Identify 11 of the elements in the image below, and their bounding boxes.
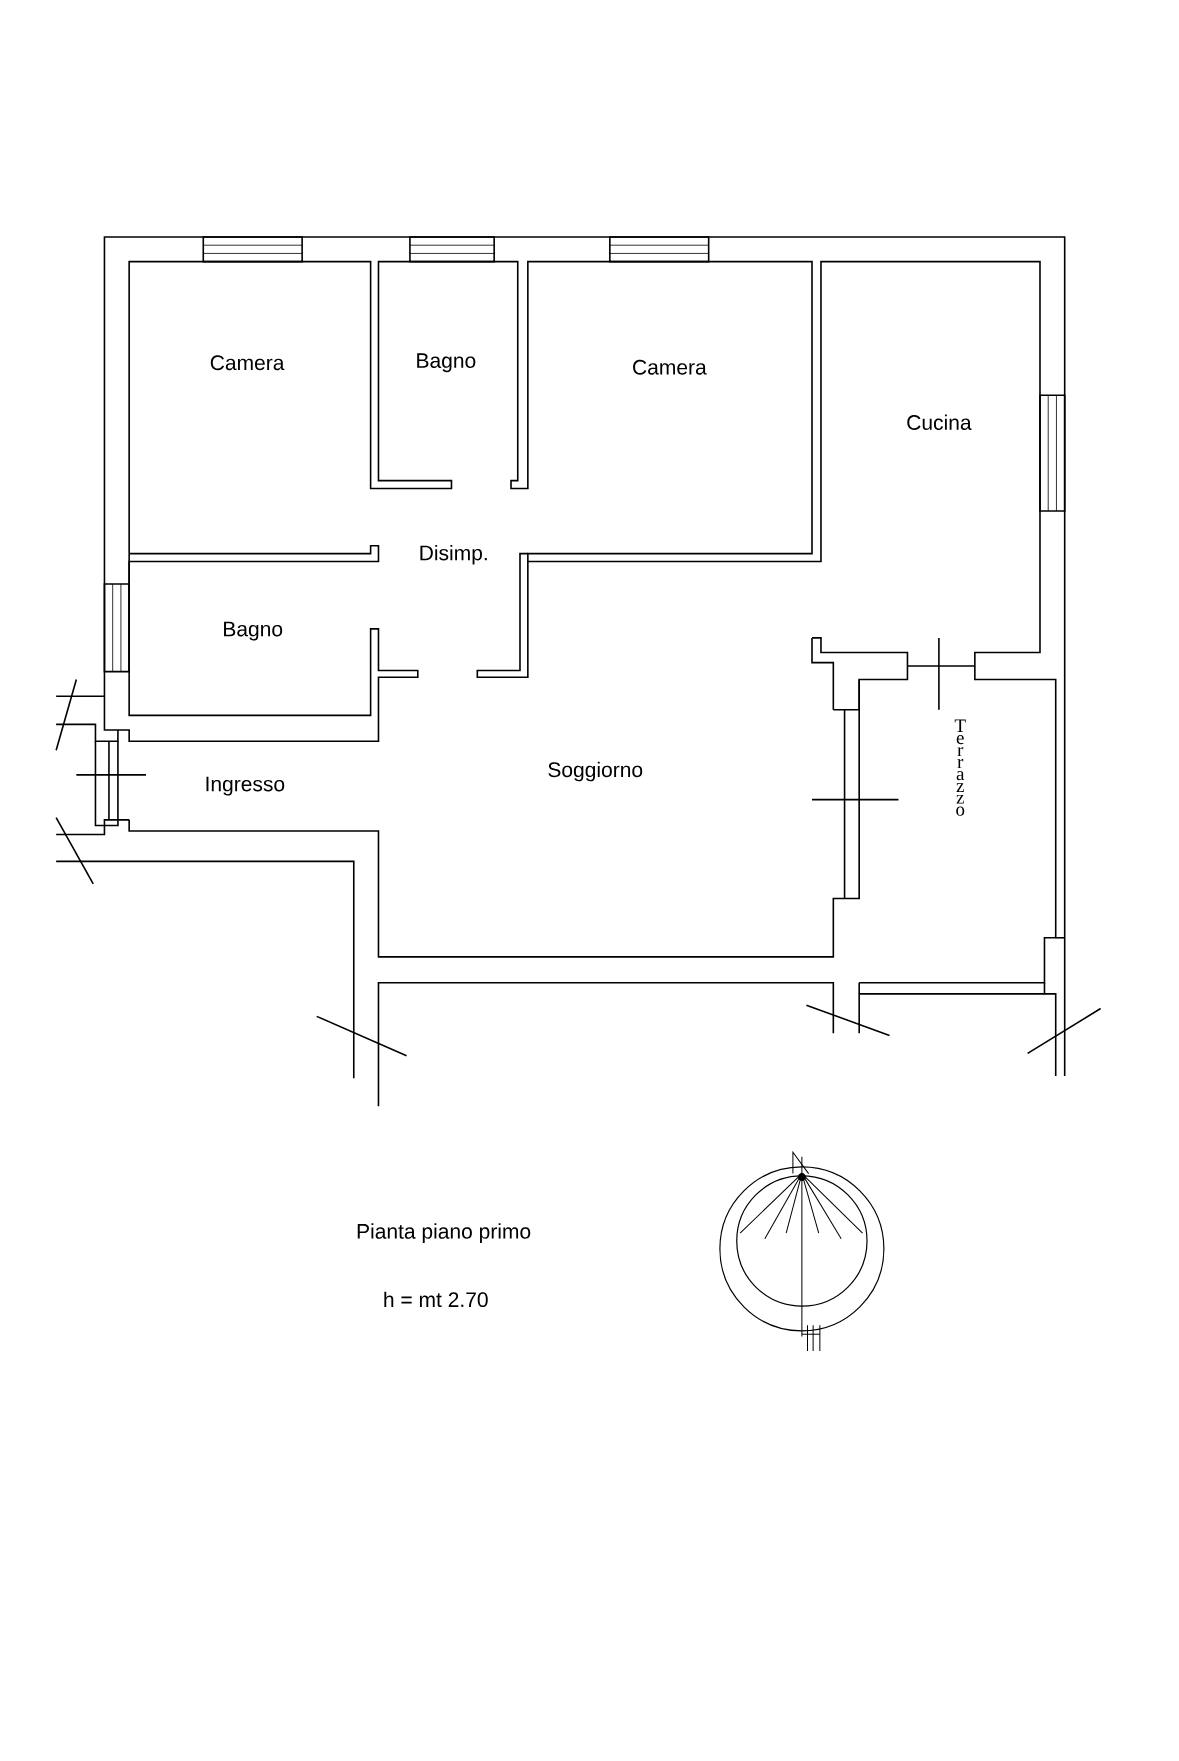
plan-note: Pianta piano primo xyxy=(357,1223,531,1243)
room-label: Disimp. xyxy=(420,545,487,565)
room-label: Camera xyxy=(210,355,285,371)
room-label: Soggiorno xyxy=(548,761,643,782)
room-label: Camera xyxy=(632,359,707,375)
room-label: Cucina xyxy=(907,414,972,430)
plan-note: h = mt 2.70 xyxy=(384,1291,488,1308)
room-label: Ingresso xyxy=(206,776,285,796)
room-label: Terrazzo xyxy=(954,719,966,816)
room-label: Bagno xyxy=(223,621,283,641)
room-label: Bagno xyxy=(417,353,476,373)
